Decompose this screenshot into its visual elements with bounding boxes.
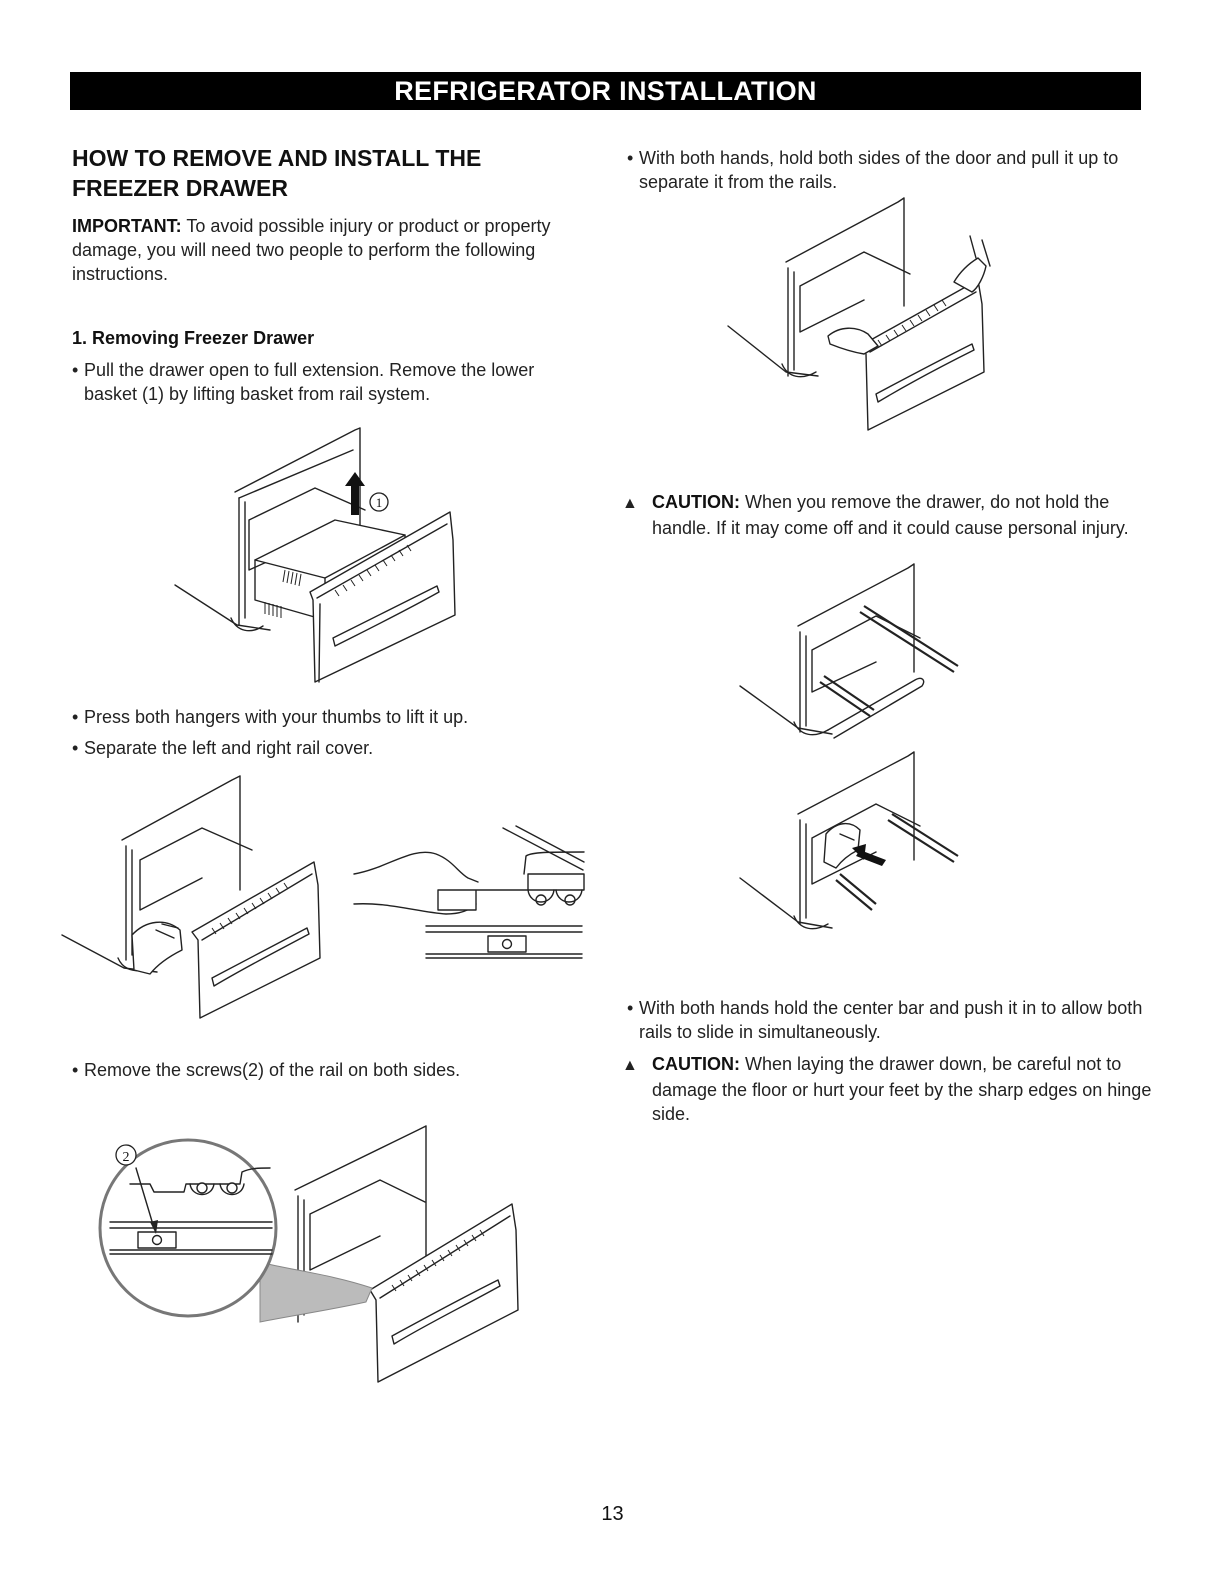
left-bullet-1-text: Pull the drawer open to full extension. … xyxy=(84,360,535,404)
warning-triangle-icon: ▲ xyxy=(622,1057,638,1074)
right-bullet-2: •With both hands hold the center bar and… xyxy=(627,996,1144,1044)
right-bullet-2-text: With both hands hold the center bar and … xyxy=(639,998,1143,1042)
warning-triangle-icon: ▲ xyxy=(622,495,638,512)
svg-text:2: 2 xyxy=(123,1150,130,1165)
right-bullet-1: •With both hands, hold both sides of the… xyxy=(627,146,1144,194)
caution-2-label: CAUTION: xyxy=(652,1054,740,1074)
figure-push-center-bar xyxy=(740,750,965,950)
left-bullet-4: •Remove the screws(2) of the rail on bot… xyxy=(72,1058,584,1082)
figure-rail-cover xyxy=(348,826,584,964)
caution-2-text: When laying the drawer down, be careful … xyxy=(652,1054,1152,1124)
bullet-dot-icon: • xyxy=(72,1060,79,1080)
bullet-dot-icon: • xyxy=(72,707,79,727)
section-title: HOW TO REMOVE AND INSTALL THE FREEZER DR… xyxy=(72,145,482,201)
left-bullet-3-text: Separate the left and right rail cover. xyxy=(84,738,374,758)
figure-lift-door xyxy=(728,196,998,436)
bullet-dot-icon: • xyxy=(72,360,79,380)
figure-remove-screws: 2 xyxy=(100,1110,525,1385)
caution-2: ▲ CAUTION: When laying the drawer down, b… xyxy=(622,1052,1162,1126)
figure-remove-basket: 1 xyxy=(165,420,465,685)
caution-1: ▲ CAUTION: When you remove the drawer, do… xyxy=(622,490,1162,540)
left-bullet-1: •Pull the drawer open to full extension.… xyxy=(72,358,564,406)
left-bullet-4-text: Remove the screws(2) of the rail on both… xyxy=(84,1060,461,1080)
svg-text:1: 1 xyxy=(376,495,383,510)
section-banner: REFRIGERATOR INSTALLATION xyxy=(70,72,1141,110)
right-bullet-1-text: With both hands, hold both sides of the … xyxy=(639,148,1119,192)
figure-rails-extended xyxy=(740,562,965,752)
page-number: 13 xyxy=(601,1503,624,1525)
important-note: IMPORTANT: To avoid possible injury or p… xyxy=(72,214,582,286)
caution-1-text: When you remove the drawer, do not hold … xyxy=(652,492,1129,538)
left-bullet-2-text: Press both hangers with your thumbs to l… xyxy=(84,707,469,727)
important-text: To avoid possible injury or product or p… xyxy=(72,216,551,284)
figure-press-hangers xyxy=(62,760,327,1020)
left-bullet-3: •Separate the left and right rail cover. xyxy=(72,736,584,760)
step1-title: 1. Removing Freezer Drawer xyxy=(72,328,315,348)
important-label: IMPORTANT: xyxy=(72,216,182,236)
bullet-dot-icon: • xyxy=(72,738,79,758)
left-bullet-2: •Press both hangers with your thumbs to … xyxy=(72,705,584,729)
bullet-dot-icon: • xyxy=(627,998,634,1018)
caution-1-label: CAUTION: xyxy=(652,492,740,512)
bullet-dot-icon: • xyxy=(627,148,634,168)
